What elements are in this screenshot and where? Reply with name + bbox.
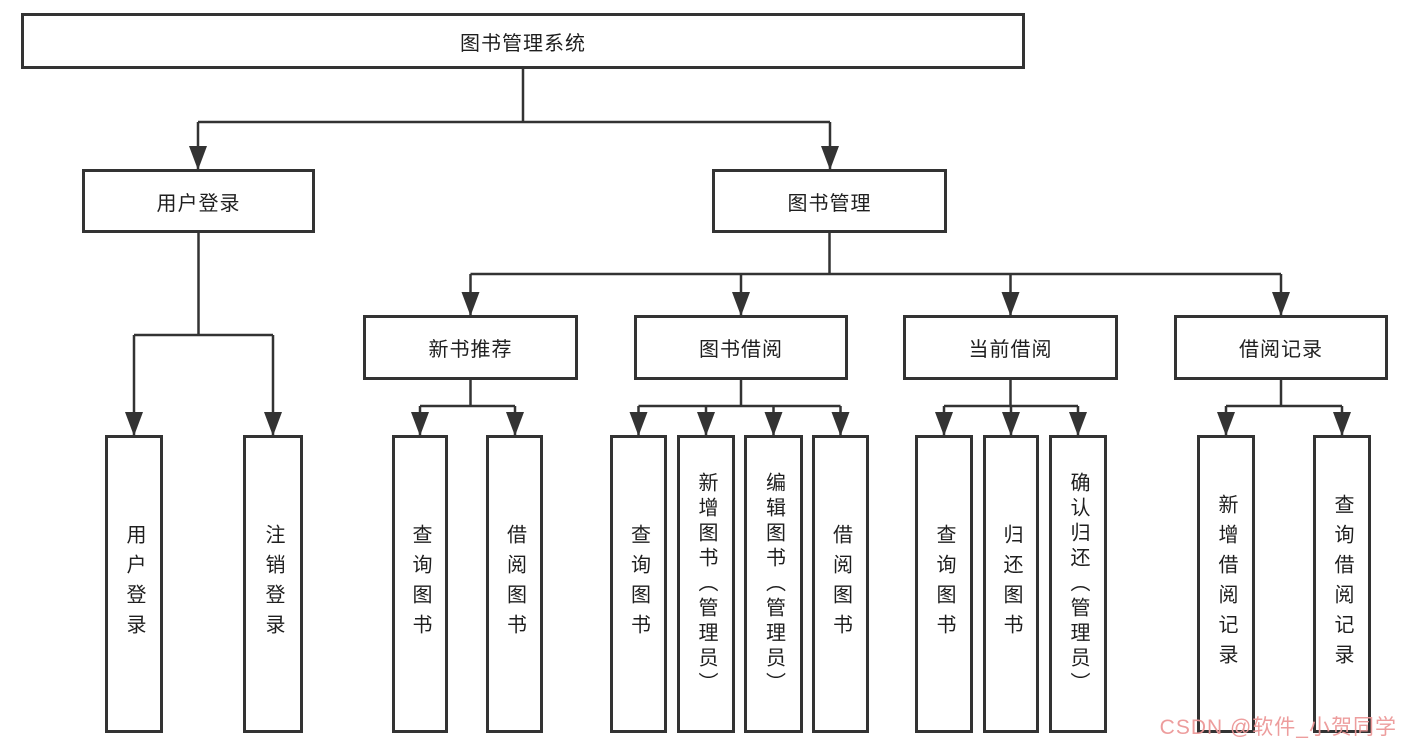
leaf-label: 用户登录 <box>123 524 145 644</box>
node-current-borrow: 当前借阅 <box>903 315 1118 380</box>
leaf-label: 编辑图书（管理员） <box>762 471 785 697</box>
leaf-add-book-admin: 新增图书（管理员） <box>677 435 735 733</box>
leaf-query-books-1: 查询图书 <box>392 435 448 733</box>
node-new-book-recommend: 新书推荐 <box>363 315 578 380</box>
watermark: CSDN @软件_小贺同学 <box>1159 716 1397 739</box>
leaf-label: 查询图书 <box>933 524 955 644</box>
leaf-label: 借阅图书 <box>829 524 852 644</box>
leaf-label: 查询借阅记录 <box>1331 494 1353 674</box>
leaf-label: 确认归还（管理员） <box>1067 471 1089 697</box>
leaf-label: 新增图书（管理员） <box>695 471 717 697</box>
node-book-borrow: 图书借阅 <box>634 315 848 380</box>
node-book-management: 图书管理 <box>712 169 947 233</box>
leaf-label: 新增借阅记录 <box>1215 494 1237 674</box>
leaf-confirm-return-admin: 确认归还（管理员） <box>1049 435 1107 733</box>
node-root: 图书管理系统 <box>21 13 1025 69</box>
leaf-user-login: 用户登录 <box>105 435 163 733</box>
leaf-query-books-2: 查询图书 <box>610 435 667 733</box>
leaf-label: 注销登录 <box>262 524 284 644</box>
leaf-borrow-books-2: 借阅图书 <box>812 435 869 733</box>
leaf-label: 查询图书 <box>627 524 650 644</box>
leaf-add-borrow-record: 新增借阅记录 <box>1197 435 1255 733</box>
leaf-query-books-3: 查询图书 <box>915 435 973 733</box>
leaf-label: 查询图书 <box>409 524 431 644</box>
node-user-login: 用户登录 <box>82 169 315 233</box>
leaf-edit-book-admin: 编辑图书（管理员） <box>744 435 803 733</box>
leaf-query-borrow-record: 查询借阅记录 <box>1313 435 1371 733</box>
leaf-borrow-books-1: 借阅图书 <box>486 435 543 733</box>
leaf-return-books: 归还图书 <box>983 435 1039 733</box>
leaf-logout: 注销登录 <box>243 435 303 733</box>
leaf-label: 归还图书 <box>1000 524 1022 644</box>
leaf-label: 借阅图书 <box>503 524 526 644</box>
node-borrow-records: 借阅记录 <box>1174 315 1388 380</box>
